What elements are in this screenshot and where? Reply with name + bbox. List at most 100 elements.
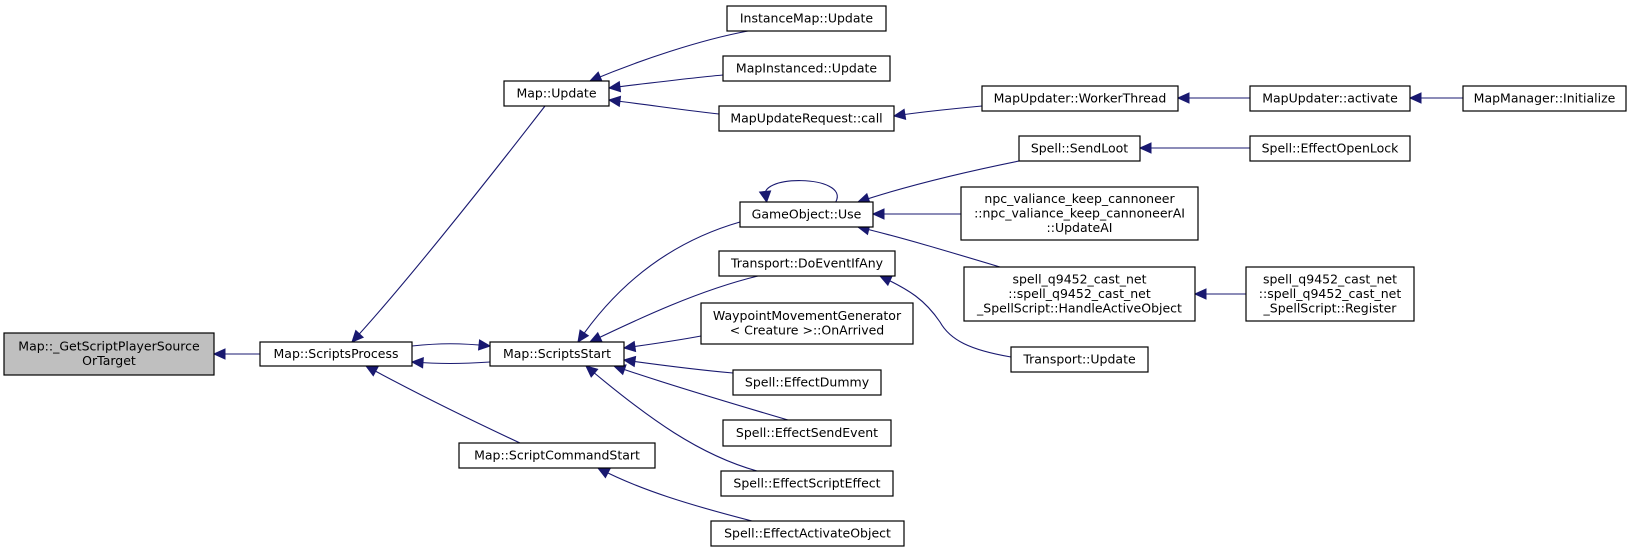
edge-line — [589, 275, 759, 343]
node-label: ::npc_valiance_keep_cannoneerAI — [974, 205, 1185, 220]
node-label: Spell::SendLoot — [1031, 140, 1128, 155]
node-label: Spell::EffectDummy — [745, 374, 870, 389]
node-label: Map::_GetScriptPlayerSource — [18, 339, 200, 354]
node-label: ::spell_q9452_cast_net — [1259, 286, 1402, 301]
node-instancemapupdate[interactable]: InstanceMap::Update — [726, 5, 887, 32]
node-mapupdateractivate[interactable]: MapUpdater::activate — [1249, 85, 1411, 112]
node-effectdummy[interactable]: Spell::EffectDummy — [732, 369, 882, 396]
edge-line — [613, 365, 789, 421]
node-label: npc_valiance_keep_cannoneer — [984, 191, 1175, 206]
edge-line — [597, 467, 753, 522]
node-label: OrTarget — [82, 353, 136, 368]
node-box — [1249, 135, 1411, 162]
edge-scriptsstart-to-scriptsprocess — [410, 357, 491, 369]
arrowhead-icon — [585, 365, 599, 378]
edge-mapmanagerinitialize-to-mapupdateractivate — [1408, 92, 1463, 104]
node-label: MapInstanced::Update — [736, 60, 877, 75]
node-label: _SpellScript::Register — [1263, 300, 1398, 315]
arrowhead-icon — [364, 365, 379, 377]
edge-mapupdateractivate-to-workerthread — [1176, 92, 1250, 104]
node-label: InstanceMap::Update — [740, 10, 874, 25]
arrowhead-icon — [212, 348, 226, 360]
edge-line — [857, 226, 1001, 268]
node-workerthread[interactable]: MapUpdater::WorkerThread — [981, 85, 1179, 112]
node-label: Transport::DoEventIfAny — [730, 255, 884, 270]
node-mapupdate[interactable]: Map::Update — [503, 80, 610, 107]
node-effectopenlock[interactable]: Spell::EffectOpenLock — [1249, 135, 1411, 162]
edge-workerthread-to-mapupdaterequestcall — [892, 105, 983, 120]
node-npccannoneer[interactable]: npc_valiance_keep_cannoneer::npc_valianc… — [960, 186, 1199, 241]
arrowhead-icon — [351, 329, 365, 343]
arrowhead-icon — [622, 340, 637, 353]
edge-mapupdaterequestcall-to-mapupdate — [607, 95, 720, 115]
edge-line — [608, 99, 720, 115]
arrowhead-icon — [577, 329, 590, 343]
edge-line — [893, 105, 983, 117]
edge-line — [411, 343, 491, 347]
arrowhead-icon — [871, 208, 885, 220]
arrowhead-icon — [1176, 92, 1190, 104]
node-box — [458, 442, 656, 469]
node-box — [3, 332, 215, 376]
node-effectactivateobject[interactable]: Spell::EffectActivateObject — [710, 520, 905, 547]
node-scriptsprocess[interactable]: Map::ScriptsProcess — [259, 341, 413, 367]
node-transportdoeventifany[interactable]: Transport::DoEventIfAny — [718, 250, 896, 277]
node-scriptcommandstart[interactable]: Map::ScriptCommandStart — [458, 442, 656, 469]
node-scriptsstart[interactable]: Map::ScriptsStart — [489, 341, 625, 367]
node-mapmanagerinitialize[interactable]: MapManager::Initialize — [1462, 85, 1627, 112]
node-label: Map::Update — [516, 85, 596, 100]
node-box — [718, 105, 895, 132]
node-sendloot[interactable]: Spell::SendLoot — [1018, 135, 1141, 162]
edge-register-to-handleactiveobject — [1193, 288, 1246, 300]
edge-npccannoneer-to-gameobjectuse — [871, 208, 961, 220]
edge-scriptsprocess-to-scriptsstart — [411, 339, 492, 351]
node-gameobjectuse[interactable]: GameObject::Use — [739, 201, 874, 228]
node-label: Transport::Update — [1022, 351, 1136, 366]
edge-line — [623, 335, 702, 349]
arrowhead-icon — [596, 467, 611, 479]
node-label: MapUpdateRequest::call — [730, 110, 882, 125]
node-box — [722, 55, 891, 82]
arrowhead-icon — [758, 190, 772, 204]
node-mapupdaterequestcall[interactable]: MapUpdateRequest::call — [718, 105, 895, 132]
node-waypointonarrived[interactable]: WaypointMovementGenerator< Creature >::O… — [700, 302, 914, 345]
node-box — [732, 369, 882, 396]
arrowhead-icon — [410, 357, 424, 369]
node-label: < Creature >::OnArrived — [730, 323, 885, 338]
edge-mapinstancedupdate-to-mapupdate — [607, 74, 724, 93]
node-label: _SpellScript::HandleActiveObject — [976, 300, 1182, 315]
node-transportupdate[interactable]: Transport::Update — [1010, 346, 1149, 373]
node-register[interactable]: spell_q9452_cast_net::spell_q9452_cast_n… — [1245, 266, 1415, 322]
edge-gameobjectuse-to-scriptsstart — [577, 221, 741, 343]
node-box — [739, 201, 874, 228]
node-label: ::UpdateAI — [1047, 220, 1113, 235]
node-effectsendevent[interactable]: Spell::EffectSendEvent — [722, 419, 892, 447]
node-label: Spell::EffectOpenLock — [1262, 140, 1400, 155]
node-box — [726, 5, 887, 32]
edge-line — [589, 30, 749, 82]
node-label: Map::ScriptsStart — [503, 346, 611, 361]
edge-line — [764, 180, 838, 203]
arrowhead-icon — [588, 71, 603, 82]
node-label: GameObject::Use — [752, 206, 862, 221]
node-box — [489, 341, 625, 367]
edge-effectdummy-to-scriptsstart — [622, 355, 734, 374]
node-box — [722, 419, 892, 447]
node-label: Spell::EffectActivateObject — [724, 525, 891, 540]
node-box — [710, 520, 905, 547]
arrowhead-icon — [622, 355, 637, 368]
arrowhead-icon — [1408, 92, 1422, 104]
edges-layer — [212, 30, 1463, 522]
node-mapinstancedupdate[interactable]: MapInstanced::Update — [722, 55, 891, 82]
edge-line — [411, 361, 491, 365]
node-label: Map::ScriptCommandStart — [474, 447, 640, 462]
edge-sendloot-to-gameobjectuse — [856, 160, 1020, 204]
node-handleactiveobject[interactable]: spell_q9452_cast_net::spell_q9452_cast_n… — [963, 266, 1196, 322]
arrowhead-icon — [1193, 288, 1207, 300]
edge-line — [577, 221, 741, 343]
node-effectscripteffect[interactable]: Spell::EffectScriptEffect — [720, 470, 894, 497]
node-label: Spell::EffectSendEvent — [736, 425, 878, 440]
edge-line — [879, 275, 1012, 358]
node-box — [720, 470, 894, 497]
